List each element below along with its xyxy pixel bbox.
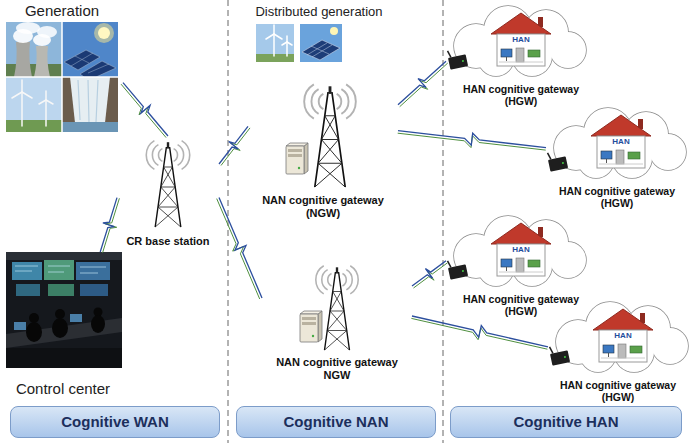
distributed-generation: Distributed generation xyxy=(241,4,397,68)
link-line xyxy=(398,131,546,148)
node-label: Distributed generation xyxy=(241,4,397,20)
link-line xyxy=(123,83,168,136)
node-label: Cognitive WAN xyxy=(61,413,169,431)
wireless-link xyxy=(411,316,548,349)
node-label: HAN cognitive gateway (HGW) xyxy=(548,379,688,404)
home-network: HAN HAN cognitive gateway (HGW) xyxy=(548,300,688,404)
link-line xyxy=(100,198,117,252)
network-tier: Cognitive WAN xyxy=(10,406,220,438)
network-tier: Cognitive NAN xyxy=(236,406,436,438)
link-line xyxy=(412,261,446,286)
wireless-link xyxy=(219,126,250,165)
wireless-link xyxy=(412,261,448,288)
node-label: HAN cognitive gateway (HGW) xyxy=(446,83,596,108)
link-line xyxy=(219,126,248,164)
node-label: NAN cognitive gateway (NGW) xyxy=(248,194,398,220)
node-label: HAN xyxy=(507,35,535,45)
wireless-link xyxy=(398,131,546,150)
node-label: HAN cognitive gateway (HGW) xyxy=(546,185,688,210)
home-network: HAN HAN cognitive gateway (HGW) xyxy=(446,4,596,108)
wireless-link xyxy=(121,83,168,138)
wireless-link xyxy=(217,198,262,299)
base-station: CR base station xyxy=(117,136,219,248)
node-label: HAN xyxy=(607,137,635,147)
link-line xyxy=(412,316,548,347)
home-network: HAN HAN cognitive gateway (HGW) xyxy=(546,106,688,210)
nan-gateway: NAN cognitive gateway NGW xyxy=(262,262,412,382)
link-line xyxy=(398,61,446,105)
node-label: CR base station xyxy=(117,235,219,248)
node-label: HAN xyxy=(609,331,637,341)
wireless-link xyxy=(398,61,448,106)
control-center: Control center xyxy=(1,252,125,398)
node-label: NAN cognitive gateway NGW xyxy=(262,356,412,382)
node-label: Generation xyxy=(1,2,123,20)
nan-gateway: NAN cognitive gateway (NGW) xyxy=(248,76,398,220)
node-label: HAN cognitive gateway (HGW) xyxy=(446,293,596,318)
node-label: Control center xyxy=(1,380,125,398)
node-label: Cognitive NAN xyxy=(284,413,389,431)
home-network: HAN HAN cognitive gateway (HGW) xyxy=(446,214,596,318)
link-line xyxy=(219,198,262,298)
node-label: HAN xyxy=(507,245,535,255)
wireless-link xyxy=(100,198,119,253)
network-tier: Cognitive HAN xyxy=(450,406,682,438)
node-label: Cognitive HAN xyxy=(514,413,619,431)
generation-panel: Generation xyxy=(1,2,123,132)
